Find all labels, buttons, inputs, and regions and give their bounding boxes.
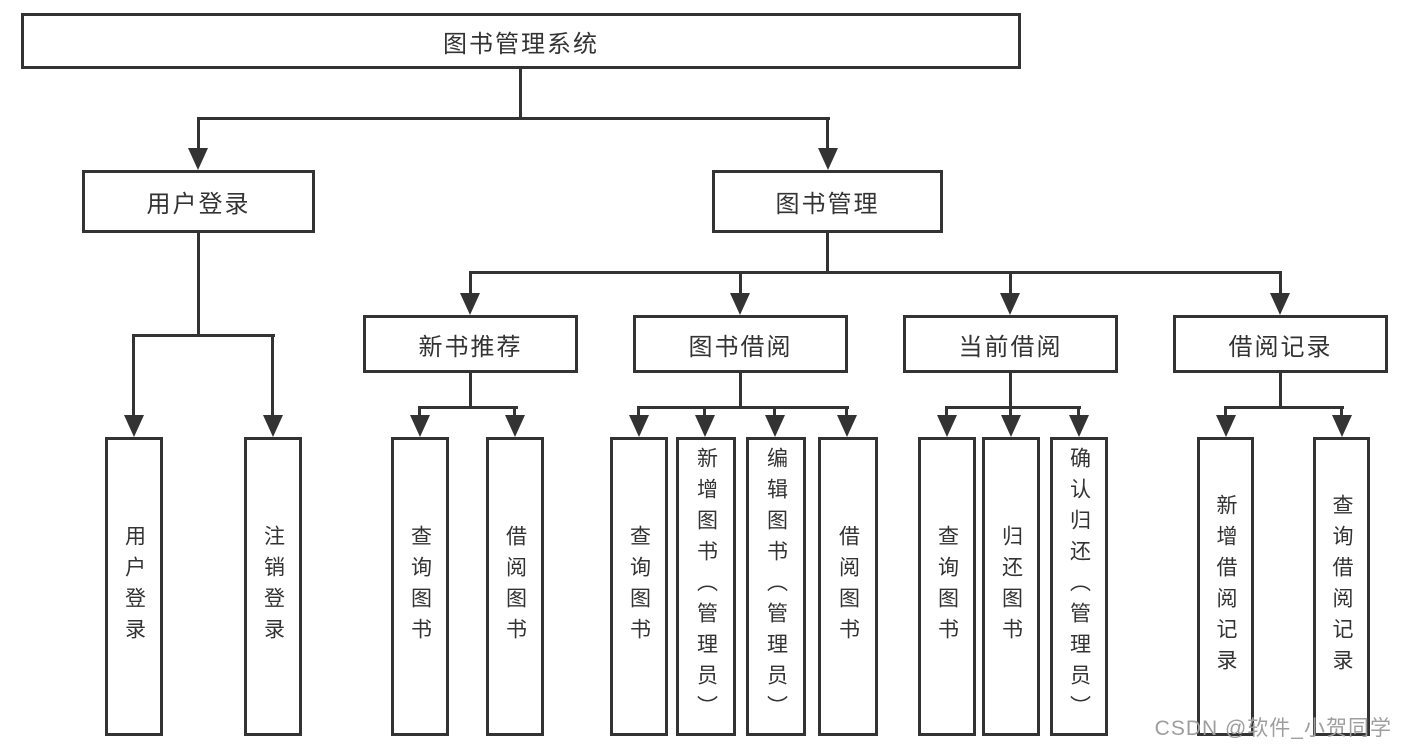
connector-g2-drop-1: [637, 406, 640, 418]
connector-g1-drop-2: [513, 406, 516, 418]
connector-g3-stem: [1009, 373, 1012, 409]
arrow-down-icon: [730, 293, 750, 315]
connector-g2-stem: [739, 373, 742, 409]
connector-userlogin-drop-1: [132, 334, 135, 416]
node-root: 图书管理系统: [21, 13, 1021, 69]
connector-g1-stem: [469, 373, 472, 409]
connector-g3-drop-2: [1009, 406, 1012, 418]
csdn-watermark: CSDN @软件_小贺同学: [1154, 717, 1392, 740]
connector-bookmgmt-drop-2: [739, 271, 742, 295]
connector-g3-drop-1: [945, 406, 948, 418]
node-new-book-recommend: 新书推荐: [363, 315, 578, 373]
arrow-down-icon: [410, 415, 430, 437]
arrow-down-icon: [1000, 293, 1020, 315]
connector-root-bar: [197, 117, 830, 120]
arrow-down-icon: [124, 415, 144, 437]
leaf-return-books: 归还图书: [982, 437, 1040, 736]
arrow-down-icon: [505, 415, 525, 437]
leaf-add-borrow-record: 新增借阅记录: [1197, 437, 1254, 736]
connector-g4-drop-1: [1224, 406, 1227, 418]
node-borrow-records: 借阅记录: [1173, 315, 1388, 373]
connector-g1-drop-1: [418, 406, 421, 418]
connector-g3-drop-3: [1077, 406, 1080, 418]
connector-bookmgmt-stem: [826, 233, 829, 274]
leaf-query-books-recommend: 查询图书: [391, 437, 449, 736]
leaf-query-books-borrow: 查询图书: [610, 437, 668, 736]
connector-g2-drop-3: [773, 406, 776, 418]
connector-bookmgmt-drop-4: [1279, 271, 1282, 295]
arrow-down-icon: [1332, 415, 1352, 437]
connector-bookmgmt-drop-3: [1009, 271, 1012, 295]
arrow-down-icon: [818, 148, 838, 170]
connector-g4-drop-2: [1340, 406, 1343, 418]
connector-g2-drop-2: [703, 406, 706, 418]
connector-userlogin-drop-2: [271, 334, 274, 416]
arrow-down-icon: [1216, 415, 1236, 437]
connector-g4-bar: [1224, 406, 1344, 409]
arrow-down-icon: [263, 415, 283, 437]
connector-root-drop-left: [197, 117, 200, 151]
arrow-down-icon: [695, 415, 715, 437]
leaf-query-borrow-record: 查询借阅记录: [1313, 437, 1370, 736]
connector-g4-stem: [1279, 373, 1282, 409]
leaf-borrow-books: 借阅图书: [818, 437, 878, 736]
leaf-confirm-return-admin: 确认归还（管理员）: [1050, 437, 1108, 736]
arrow-down-icon: [1270, 293, 1290, 315]
node-book-management: 图书管理: [712, 170, 943, 233]
leaf-edit-books-admin: 编辑图书（管理员）: [746, 437, 806, 736]
node-current-borrow: 当前借阅: [903, 315, 1118, 373]
connector-root-drop-right: [826, 117, 829, 151]
arrow-down-icon: [1069, 415, 1089, 437]
leaf-add-books-admin: 新增图书（管理员）: [676, 437, 736, 736]
leaf-query-books-current: 查询图书: [918, 437, 976, 736]
arrow-down-icon: [1001, 415, 1021, 437]
arrow-down-icon: [460, 293, 480, 315]
connector-g2-drop-4: [845, 406, 848, 418]
connector-bookmgmt-drop-1: [469, 271, 472, 295]
node-book-borrow: 图书借阅: [633, 315, 848, 373]
connector-g3-bar: [945, 406, 1081, 409]
connector-root-stem: [519, 69, 522, 119]
node-user-login: 用户登录: [82, 170, 315, 233]
arrow-down-icon: [629, 415, 649, 437]
connector-bookmgmt-bar: [469, 271, 1282, 274]
connector-userlogin-stem: [197, 233, 200, 336]
arrow-down-icon: [937, 415, 957, 437]
arrow-down-icon: [837, 415, 857, 437]
leaf-logout: 注销登录: [244, 437, 302, 736]
leaf-borrow-books-recommend: 借阅图书: [486, 437, 544, 736]
arrow-down-icon: [765, 415, 785, 437]
leaf-user-login: 用户登录: [105, 437, 163, 736]
connector-g2-bar: [637, 406, 849, 409]
arrow-down-icon: [188, 148, 208, 170]
connector-userlogin-bar: [132, 334, 275, 337]
connector-g1-bar: [418, 406, 518, 409]
